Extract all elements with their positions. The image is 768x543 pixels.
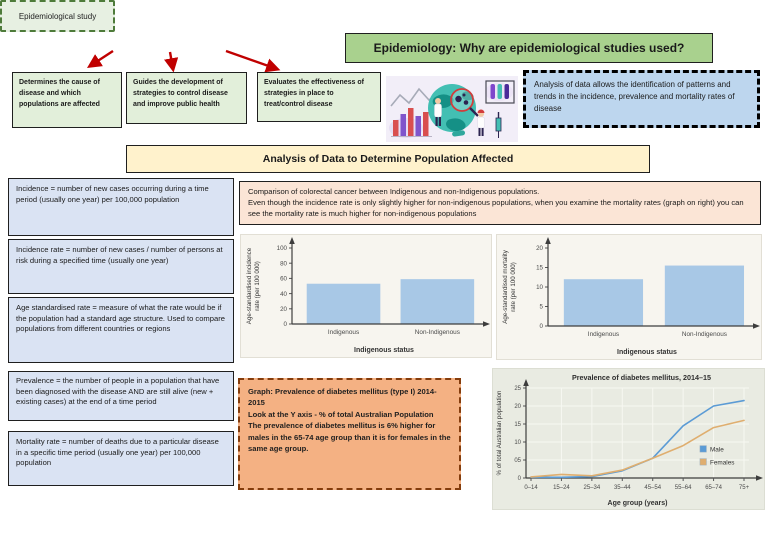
diabetes-line-chart: Prevalence of diabetes mellitus, 2014–15… — [492, 368, 765, 510]
svg-text:05: 05 — [514, 458, 521, 464]
svg-text:15–24: 15–24 — [553, 485, 570, 491]
svg-text:rate (per 100 000): rate (per 100 000) — [254, 261, 261, 311]
comparison-note-line-1: Comparison of colorectal cancer between … — [248, 187, 540, 196]
definition-box-incidence-rate: Incidence rate = number of new cases / n… — [8, 239, 234, 294]
svg-text:Non-Indigenous: Non-Indigenous — [682, 331, 727, 338]
diabetes-note-line-1: Graph: Prevalence of diabetes mellitus (… — [248, 387, 437, 408]
capsule-icon — [452, 130, 466, 137]
page-title: Epidemiology: Why are epidemiological st… — [345, 33, 713, 63]
flowchart-branch-guides: Guides the development of strategies to … — [126, 72, 247, 124]
comparison-note-line-2: Even though the incidence rate is only s… — [248, 198, 744, 218]
svg-text:20: 20 — [536, 245, 543, 252]
svg-text:Male: Male — [710, 446, 724, 453]
svg-text:60: 60 — [280, 276, 287, 283]
scientist-figures — [434, 98, 485, 136]
svg-text:Age-standardised mortality: Age-standardised mortality — [502, 249, 509, 324]
svg-text:Indigenous status: Indigenous status — [617, 349, 677, 356]
svg-text:Females: Females — [710, 459, 735, 466]
analysis-note-box: Analysis of data allows the identificati… — [523, 70, 760, 128]
svg-text:55–64: 55–64 — [675, 485, 692, 491]
svg-text:0–14: 0–14 — [524, 485, 538, 491]
svg-text:5: 5 — [540, 304, 544, 311]
flowchart-root-box: Epidemiological study — [0, 0, 115, 32]
svg-text:25–34: 25–34 — [584, 485, 601, 491]
diabetes-note-line-3: The prevalence of diabetes mellitus is 6… — [248, 421, 451, 453]
svg-text:Non-Indigenous: Non-Indigenous — [415, 329, 460, 336]
svg-text:15: 15 — [536, 265, 543, 272]
epidemiology-illustration — [386, 76, 518, 142]
svg-text:Indigenous: Indigenous — [588, 331, 619, 338]
flowchart-branch-determines: Determines the cause of disease and whic… — [12, 72, 122, 128]
svg-text:20: 20 — [280, 306, 287, 313]
flowchart-root-label: Epidemiological study — [18, 11, 97, 21]
svg-text:10: 10 — [514, 440, 521, 446]
svg-text:40: 40 — [280, 291, 287, 298]
svg-text:35–44: 35–44 — [614, 485, 631, 491]
svg-text:15: 15 — [514, 422, 521, 428]
svg-text:rate (per 100 000): rate (per 100 000) — [510, 262, 517, 312]
svg-text:65–74: 65–74 — [705, 485, 722, 491]
definition-box-incidence: Incidence = number of new cases occurrin… — [8, 178, 234, 236]
svg-text:Age group (years): Age group (years) — [608, 500, 668, 507]
diabetes-note-line-2: Look at the Y axis - % of total Australi… — [248, 409, 434, 419]
connector-arrow — [225, 49, 281, 73]
svg-text:Indigenous: Indigenous — [328, 329, 359, 336]
definition-box-mortality-rate: Mortality rate = number of deaths due to… — [8, 431, 234, 486]
svg-text:0: 0 — [518, 476, 522, 482]
svg-text:Age-standardised incidence: Age-standardised incidence — [246, 247, 253, 324]
test-tubes-icon — [485, 80, 515, 104]
diabetes-note-box: Graph: Prevalence of diabetes mellitus (… — [238, 378, 461, 490]
svg-text:20: 20 — [514, 404, 521, 410]
svg-text:% of total Australian populati: % of total Australian population — [496, 390, 503, 476]
svg-text:0: 0 — [540, 323, 544, 330]
bar-chart-icon — [391, 108, 432, 137]
connector-arrow — [86, 49, 114, 68]
svg-text:75+: 75+ — [739, 485, 750, 491]
svg-text:Indigenous status: Indigenous status — [354, 347, 414, 354]
virus-magnifier-icon — [450, 88, 479, 117]
svg-text:25: 25 — [514, 386, 521, 392]
comparison-note-box: Comparison of colorectal cancer between … — [239, 181, 761, 225]
svg-text:100: 100 — [277, 245, 288, 252]
flowchart-branch-evaluates: Evaluates the effectiveness of strategie… — [257, 72, 381, 122]
definition-box-prevalence: Prevalence = the number of people in a p… — [8, 371, 234, 421]
svg-text:0: 0 — [284, 321, 288, 328]
connector-arrow — [164, 51, 179, 73]
svg-text:Prevalence of diabetes mellitu: Prevalence of diabetes mellitus, 2014–15 — [572, 373, 711, 382]
syringe-icon — [495, 112, 502, 138]
definition-box-age-standardised-rate: Age standardised rate = measure of what … — [8, 297, 234, 363]
svg-text:10: 10 — [536, 284, 543, 291]
svg-text:45–54: 45–54 — [644, 485, 661, 491]
svg-text:80: 80 — [280, 260, 287, 267]
section-banner: Analysis of Data to Determine Population… — [126, 145, 650, 173]
